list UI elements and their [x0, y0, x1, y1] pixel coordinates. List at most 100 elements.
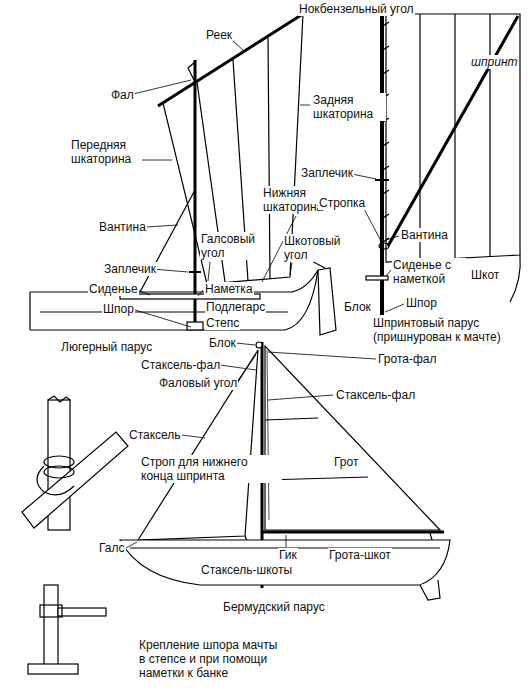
- part-label: Заплечик: [103, 262, 157, 276]
- strop-detail: [22, 396, 128, 530]
- part-label: Строп для нижнего конца шпринта: [140, 455, 282, 483]
- bermuda-hull: [120, 540, 450, 600]
- part-label: Сиденье: [88, 282, 139, 296]
- mast-step-detail: [28, 585, 106, 674]
- strop-detail: [48, 396, 70, 402]
- sprit-rig: [510, 255, 520, 302]
- sprit-rig: [388, 16, 518, 246]
- part-label: Фал: [110, 88, 135, 102]
- sprit-rig: [366, 276, 388, 280]
- lugger-leader-lines: [198, 290, 203, 296]
- part-label: Стаксель-фал: [335, 388, 416, 402]
- sprit-rig: [454, 14, 455, 258]
- mast-step-detail: [40, 605, 62, 617]
- part-label: Галс: [98, 541, 126, 555]
- mast-step-detail: [28, 664, 78, 674]
- sprit-leader-lines: [386, 270, 391, 276]
- lugger-leader-lines: [290, 263, 292, 275]
- strop-detail: [22, 432, 128, 528]
- lugger-hull: [187, 322, 203, 330]
- lugger-rig: [194, 60, 197, 330]
- part-label: шпринт: [470, 55, 519, 69]
- part-label: Вантина: [400, 228, 449, 242]
- lugger-leader-lines: [152, 269, 188, 272]
- sprit-rig: [386, 14, 520, 262]
- sprit-rig: [375, 179, 389, 181]
- mast-step-detail: [44, 585, 58, 665]
- lugger-rig: [268, 37, 270, 279]
- lugger-rig: [140, 190, 195, 292]
- strop-detail: [44, 466, 74, 478]
- lugger-hull: [30, 255, 336, 335]
- part-label: Блок: [343, 300, 372, 314]
- bermuda-rig: [265, 418, 318, 420]
- sprit-leader-lines: [385, 304, 404, 312]
- part-label: Шкотовый угол: [283, 234, 349, 262]
- sprit-leader-lines: [386, 236, 399, 240]
- lugger-leader-lines: [140, 160, 172, 161]
- sprit-rig: [383, 22, 389, 242]
- lugger-hull: [30, 270, 318, 330]
- part-label: Нокбензельный угол: [298, 2, 415, 16]
- sprit-leader-lines: [352, 174, 404, 312]
- sprit-rig: [380, 8, 384, 315]
- part-label: Задняя шкаторина: [312, 93, 386, 121]
- part-label: Фаловый угол: [158, 376, 238, 390]
- bermuda-rig: [265, 346, 440, 530]
- part-label: Стаксель-фал: [140, 358, 221, 372]
- sprit-rig: [419, 14, 420, 260]
- bermuda-rig: [267, 350, 269, 520]
- bermuda-leader-lines: [268, 352, 376, 359]
- lugger-leader-lines: [146, 225, 178, 227]
- part-label: Стропка: [318, 196, 366, 210]
- sprit-rig: [489, 14, 490, 257]
- bermuda-rig: [256, 342, 262, 348]
- part-label: Грот: [333, 455, 359, 469]
- part-label: Гик: [278, 548, 298, 562]
- part-label: Подлегарс: [205, 300, 266, 314]
- part-label: Наметка: [204, 282, 254, 296]
- part-label: Передняя шкаторина: [70, 138, 142, 166]
- bermuda-hull: [120, 540, 450, 585]
- bermuda-leader-lines: [236, 355, 256, 383]
- lugger-hull: [318, 268, 336, 335]
- part-label: Люгерный парус: [60, 340, 153, 354]
- part-label: Шпор: [102, 302, 135, 316]
- part-label: Грота-фал: [377, 352, 438, 366]
- sprit-rig: [366, 8, 520, 315]
- part-label: Реек: [205, 28, 233, 42]
- lugger-rig: [163, 14, 303, 284]
- bermuda-leader-lines: [286, 535, 287, 547]
- part-label: Крепление шпора мачты в степсе и при пом…: [138, 638, 282, 680]
- bermuda-rig: [138, 350, 258, 540]
- bermuda-leader-lines: [126, 542, 137, 548]
- lugger-leader-lines: [300, 105, 310, 106]
- part-label: Стаксель: [128, 428, 182, 442]
- part-label: Стаксель-шкоты: [200, 563, 293, 577]
- lugger-leader-lines: [208, 262, 210, 281]
- sprit-leader-lines: [352, 174, 376, 179]
- sprit-leader-lines: [362, 205, 382, 243]
- bermuda-hull: [420, 580, 440, 600]
- mast-step-detail: [58, 608, 106, 616]
- part-label: Бермудский парус: [222, 600, 326, 614]
- part-label: Шпор: [405, 296, 438, 310]
- part-label: Шкот: [470, 268, 500, 282]
- part-label: Блок: [208, 336, 237, 350]
- bermuda-leader-lines: [182, 435, 205, 438]
- bermuda-rig: [262, 531, 444, 534]
- bermuda-rig: [430, 533, 432, 540]
- lugger-leader-lines: [232, 40, 244, 51]
- part-label: Галсовый угол: [200, 232, 264, 260]
- lugger-hull: [29, 292, 30, 330]
- part-label: Грота-шкот: [328, 548, 392, 562]
- part-label: Степс: [205, 316, 240, 330]
- bermuda-leader-lines: [268, 395, 333, 400]
- lugger-hull: [30, 270, 318, 292]
- lugger-rig: [188, 62, 195, 80]
- bermuda-leader-lines: [220, 365, 256, 370]
- lugger-rig: [140, 12, 306, 330]
- part-label: Вантина: [98, 220, 147, 234]
- bermuda-leader-lines: [126, 343, 376, 548]
